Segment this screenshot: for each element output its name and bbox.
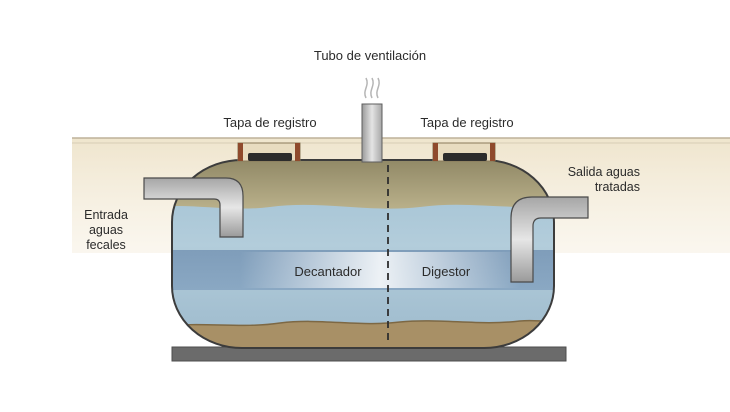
access-lid-right-label: Tapa de registro: [420, 115, 513, 130]
outlet-label-line-2: tratadas: [595, 180, 640, 194]
access-lid-left-label: Tapa de registro: [223, 115, 316, 130]
chamber-left-label: Decantador: [294, 264, 362, 279]
vent-tube-label: Tubo de ventilación: [314, 48, 426, 63]
access-lid-left: [237, 142, 301, 162]
inlet-label-line-1: Entrada: [84, 208, 128, 222]
vent-tube: [361, 77, 383, 163]
outlet-pipe: [510, 196, 589, 283]
outlet-label-line-1: Salida aguas: [568, 165, 640, 179]
access-lid-right: [432, 142, 496, 162]
inlet-pipe: [143, 177, 244, 238]
inlet-label-line-3: fecales: [86, 238, 126, 252]
inlet-label-line-2: aguas: [89, 223, 123, 237]
base-slab: [171, 346, 567, 362]
chamber-right-label: Digestor: [422, 264, 471, 279]
